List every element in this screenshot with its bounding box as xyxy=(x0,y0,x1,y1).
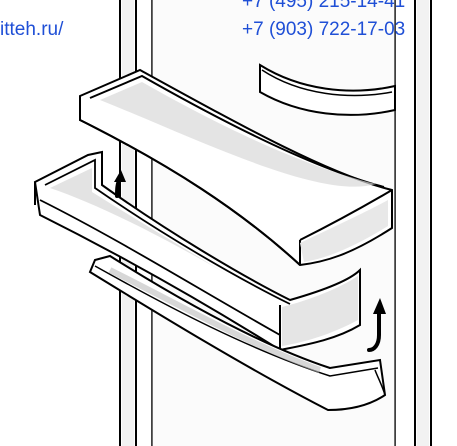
top-shelf xyxy=(259,63,396,116)
curved-up-arrow-icon xyxy=(367,298,386,352)
phone-number-top: +7 (495) 215-14-41 xyxy=(242,0,406,12)
site-link[interactable]: itteh.ru/ xyxy=(0,19,64,40)
curved-up-arrow-icon xyxy=(114,170,126,198)
bottom-shelf-plate xyxy=(88,254,387,412)
upper-door-bin xyxy=(79,68,393,267)
lifted-door-bin xyxy=(33,150,361,352)
phone-number: +7 (903) 722-17-03 xyxy=(242,19,406,40)
